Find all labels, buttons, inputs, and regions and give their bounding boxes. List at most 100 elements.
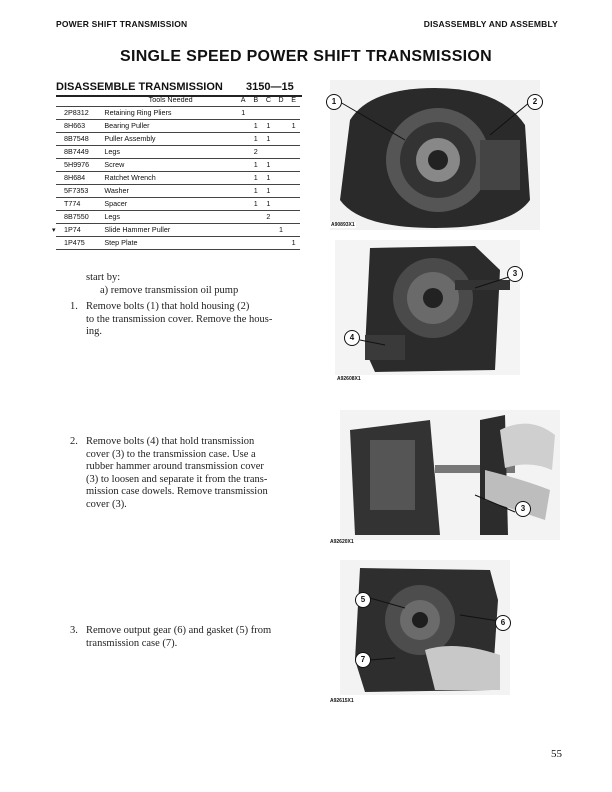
tool-quantity: 1 (266, 134, 271, 143)
tool-part-number: 8H684 (64, 173, 86, 182)
tool-description: Bearing Puller (104, 121, 150, 130)
start-by-item: a) remove transmission oil pump (100, 285, 239, 296)
table-tick-mark: ▾ (52, 227, 56, 234)
section-rule (56, 95, 302, 97)
tool-quantity (237, 224, 250, 237)
step-3-text: Remove output gear (6) and gasket (5) fr… (86, 625, 298, 650)
tool-description: Legs (104, 212, 120, 221)
tool-quantity (275, 133, 288, 146)
tool-quantity (237, 172, 250, 185)
step-3-line: transmission case (7). (86, 637, 178, 649)
tool-quantity: 2 (266, 212, 271, 221)
col-d: D (278, 95, 284, 104)
tool-quantity (287, 198, 300, 211)
tool-quantity (287, 146, 300, 159)
tool-quantity (275, 237, 288, 250)
tool-quantity (250, 211, 263, 224)
tool-quantity: 1 (266, 173, 271, 182)
tool-description: Washer (104, 186, 129, 195)
figure-2-caption: A92608X1 (337, 376, 361, 382)
tool-quantity (275, 107, 288, 120)
tool-part-number: 1P74 (64, 225, 81, 234)
tool-quantity (250, 107, 263, 120)
tool-quantity: 1 (291, 238, 296, 247)
tool-part-number: T774 (64, 199, 81, 208)
tool-quantity (250, 237, 263, 250)
callout-1: 1 (326, 94, 342, 110)
col-b: B (253, 95, 259, 104)
tool-quantity (275, 172, 288, 185)
tool-quantity: 1 (266, 121, 271, 130)
figure-3-caption: A92620X1 (330, 539, 354, 545)
step-2-line: (3) to loosen and separate it from the t… (86, 473, 268, 485)
step-2-line: mission case dowels. Remove transmission (86, 486, 268, 497)
figure-1-photo (330, 80, 540, 230)
tool-quantity (275, 159, 288, 172)
tool-quantity: 1 (253, 186, 258, 195)
section-code: 3150—15 (246, 81, 294, 93)
step-3-line: Remove output gear (6) and gasket (5) fr… (86, 625, 272, 636)
tool-quantity (237, 211, 250, 224)
figure-1-caption: A90893X1 (330, 222, 356, 228)
page-number: 55 (551, 748, 562, 760)
step-2-line: rubber hammer around transmission cover (86, 461, 264, 472)
tool-part-number: 8B7550 (64, 212, 89, 221)
tool-quantity: 2 (253, 147, 258, 156)
tool-quantity (287, 172, 300, 185)
callout-4: 4 (344, 330, 360, 346)
tool-quantity: 1 (253, 121, 258, 130)
tool-quantity (287, 107, 300, 120)
step-1-line: Remove bolts (1) that hold housing (2) (86, 301, 250, 312)
step-2-number: 2. (70, 436, 78, 447)
tool-description: Slide Hammer Puller (104, 225, 171, 234)
figure-4-caption: A92615X1 (330, 698, 354, 704)
step-2-line: cover (3). (86, 498, 127, 510)
col-c: C (265, 95, 272, 104)
tool-quantity (250, 224, 263, 237)
tool-description: Spacer (104, 199, 128, 208)
callout-2: 2 (527, 94, 543, 110)
col-e: E (291, 95, 297, 104)
tools-table-row: 1P475 Step Plate 1 (56, 237, 300, 250)
tool-part-number: 1P475 (64, 238, 85, 247)
tool-quantity (237, 120, 250, 133)
tool-quantity: 1 (266, 160, 271, 169)
tool-quantity (262, 146, 275, 159)
figure-3-photo (340, 410, 560, 540)
col-a: A (240, 95, 246, 104)
tool-quantity (237, 146, 250, 159)
tool-quantity: 1 (253, 160, 258, 169)
tool-quantity (287, 224, 300, 237)
tools-header: Tools Needed (148, 95, 193, 104)
tool-quantity (237, 185, 250, 198)
tool-description: Screw (104, 160, 125, 169)
tool-quantity (287, 211, 300, 224)
step-3-number: 3. (70, 625, 78, 636)
tool-quantity: 1 (291, 121, 296, 130)
tools-table-row: 8B7550 Legs 2 (56, 211, 300, 224)
tool-quantity: 1 (241, 108, 246, 117)
running-header-right: DISASSEMBLY AND ASSEMBLY (423, 19, 558, 29)
tool-quantity (237, 159, 250, 172)
step-2-line: Remove bolts (4) that hold transmission (86, 436, 255, 447)
step-1-line: ing. (86, 326, 103, 337)
tool-quantity: 1 (253, 173, 258, 182)
tool-quantity (275, 120, 288, 133)
tool-quantity (262, 237, 275, 250)
tool-description: Ratchet Wrench (104, 173, 156, 182)
tool-description: Puller Assembly (104, 134, 156, 143)
tool-description: Legs (104, 147, 120, 156)
tool-description: Step Plate (104, 238, 138, 247)
tool-part-number: 8B7548 (64, 134, 89, 143)
tool-quantity (275, 185, 288, 198)
tool-quantity (237, 133, 250, 146)
figure-4-photo (340, 560, 510, 695)
